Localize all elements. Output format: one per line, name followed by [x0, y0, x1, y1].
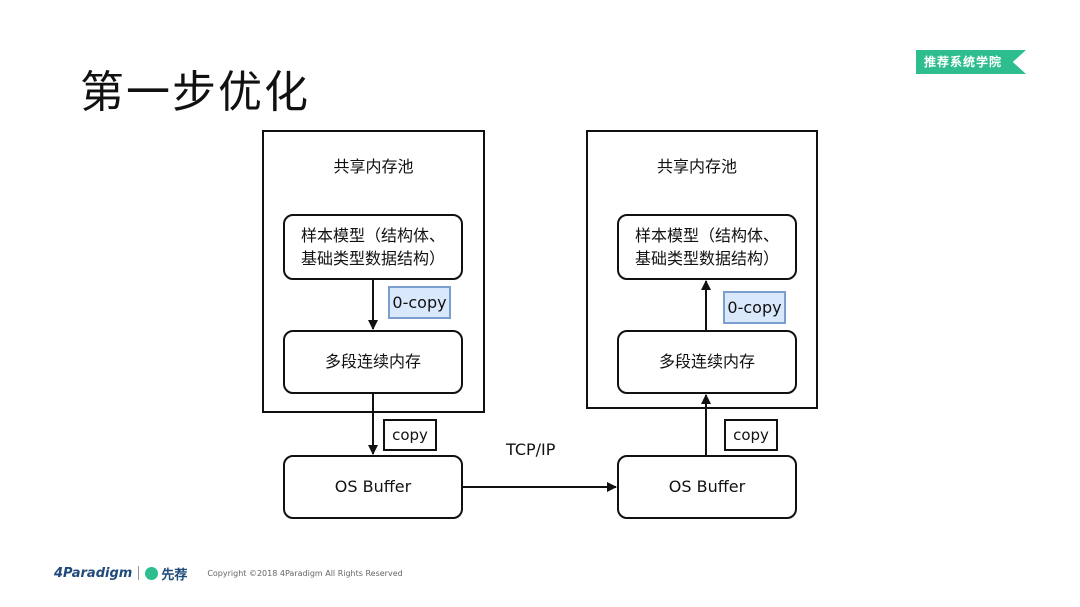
right-os-buffer-box: OS Buffer [617, 455, 797, 519]
footer-divider [138, 566, 140, 580]
left-model-line1: 样本模型（结构体、 [300, 225, 445, 245]
tcp-ip-label: TCP/IP [506, 440, 556, 459]
right-model-line2: 基础类型数据结构） [634, 249, 779, 268]
right-multi-segment-memory-box: 多段连续内存 [617, 330, 797, 394]
left-copy-badge: copy [383, 419, 437, 451]
copyright-text: Copyright ©2018 4Paradigm All Rights Res… [207, 568, 403, 578]
page-title: 第一步优化 [80, 67, 310, 118]
right-copy-badge: copy [724, 419, 778, 451]
right-pool-label: 共享内存池 [656, 157, 737, 176]
xianjian-logo-text: 先荐 [161, 567, 188, 583]
xianjian-logo: 先荐 [145, 564, 187, 583]
left-model-line2: 基础类型数据结构） [300, 249, 445, 268]
left-os-buffer-box: OS Buffer [283, 455, 463, 519]
right-model-line1: 样本模型（结构体、 [634, 225, 779, 245]
brand-tag: 推荐系统学院 [916, 50, 1026, 74]
footer: 4Paradigm 先荐 Copyright ©2018 4Paradigm A… [54, 563, 403, 583]
xianjian-logo-icon [145, 566, 159, 580]
right-sample-model-box: 样本模型（结构体、 基础类型数据结构） [617, 214, 797, 280]
left-zero-copy-badge: 0-copy [388, 286, 451, 319]
left-pool-label: 共享内存池 [333, 157, 414, 176]
paradigm-logo: 4Paradigm [54, 565, 133, 581]
left-multi-segment-memory-box: 多段连续内存 [283, 330, 463, 394]
right-zero-copy-badge: 0-copy [723, 291, 786, 324]
left-sample-model-box: 样本模型（结构体、 基础类型数据结构） [283, 214, 463, 280]
